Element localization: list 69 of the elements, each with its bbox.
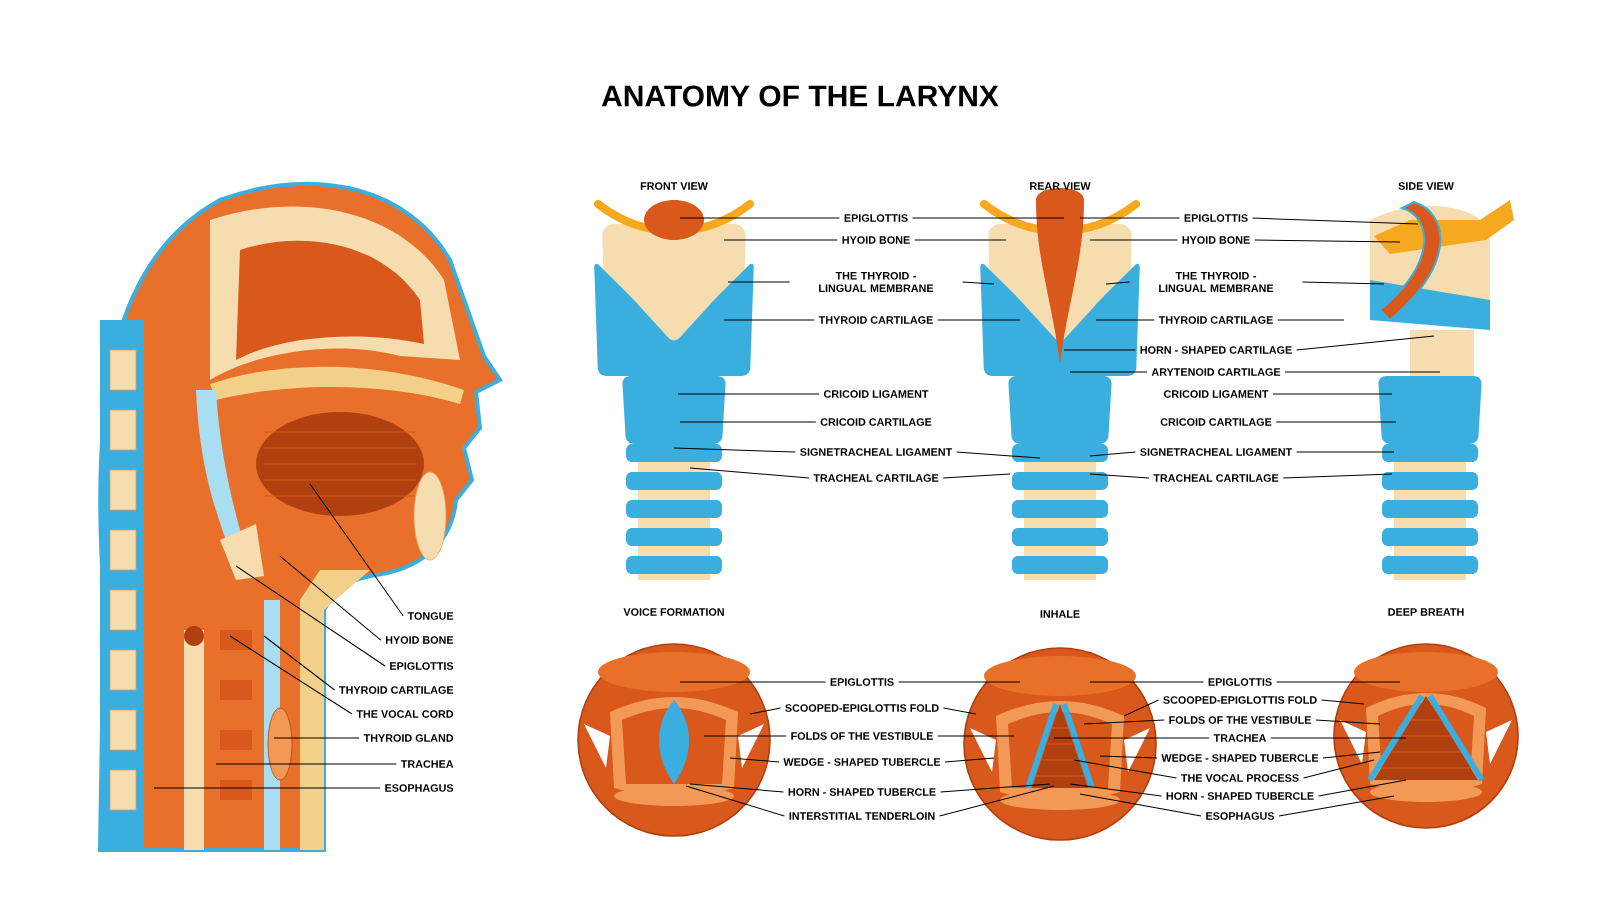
leader-line — [1301, 281, 1385, 285]
leader-line — [1296, 451, 1395, 453]
leader-line — [673, 447, 796, 453]
leader-line — [1069, 371, 1148, 373]
leader-line — [1089, 681, 1204, 683]
leader-line — [1083, 719, 1165, 725]
leader-line — [1282, 473, 1393, 479]
leader-line — [689, 783, 784, 793]
leader-line — [263, 635, 336, 691]
leader-line — [914, 239, 1007, 241]
leader-line — [727, 281, 791, 283]
leader-line — [689, 467, 810, 479]
leader-line — [939, 785, 1055, 817]
leader-line — [703, 735, 787, 737]
leader-line — [1069, 783, 1162, 797]
leader-line — [1053, 737, 1210, 739]
leader-line — [1254, 239, 1401, 243]
leader-line — [729, 757, 780, 763]
leader-line — [943, 707, 977, 715]
leader-line — [1105, 281, 1131, 285]
leader-line — [940, 783, 1051, 793]
leader-line — [912, 217, 1065, 219]
leader-line — [942, 473, 1011, 479]
leader-line — [309, 483, 404, 617]
leader-line — [1278, 795, 1395, 817]
leader-line — [1089, 473, 1150, 479]
leader-line — [229, 635, 353, 715]
leader-line — [1270, 737, 1407, 739]
leader-line — [1315, 719, 1381, 725]
leader-line — [1079, 217, 1180, 219]
leader-line — [723, 239, 838, 241]
leader-line — [1252, 217, 1419, 225]
leader-line — [956, 451, 1041, 459]
leader-line — [1318, 779, 1407, 797]
leader-line — [1123, 699, 1159, 717]
leader-line — [1321, 699, 1365, 705]
leader-line — [679, 681, 826, 683]
leader-line — [749, 707, 781, 715]
leader-line — [1276, 681, 1401, 683]
leader-line — [215, 763, 397, 765]
leader-line — [937, 319, 1021, 321]
leader-line — [1272, 393, 1393, 395]
leader-line — [677, 393, 820, 395]
leader-line — [1303, 759, 1375, 779]
leader-line — [1089, 239, 1178, 241]
leader-line — [679, 217, 840, 219]
leader-line — [1063, 349, 1136, 351]
leader-line — [1079, 793, 1202, 817]
leader-line — [1296, 335, 1435, 351]
leader-line — [1073, 759, 1177, 779]
leader-line — [685, 785, 785, 817]
leader-line — [1089, 451, 1136, 457]
leader-line — [898, 681, 1021, 683]
leader-line — [1275, 421, 1397, 423]
leader-line — [1284, 371, 1441, 373]
leader-line — [937, 735, 1015, 737]
leader-line — [235, 565, 386, 667]
leader-line — [1095, 319, 1155, 321]
leader-line — [1099, 755, 1158, 759]
leader-line — [1322, 751, 1381, 759]
leader-line — [723, 319, 815, 321]
leader-line — [679, 421, 817, 423]
title: ANATOMY OF THE LARYNX — [601, 85, 999, 107]
leader-line — [961, 281, 995, 285]
leader-line — [1277, 319, 1345, 321]
leader-line — [944, 757, 995, 763]
leader-line — [273, 737, 360, 739]
leader-line — [279, 555, 382, 641]
leader-line — [153, 787, 381, 789]
